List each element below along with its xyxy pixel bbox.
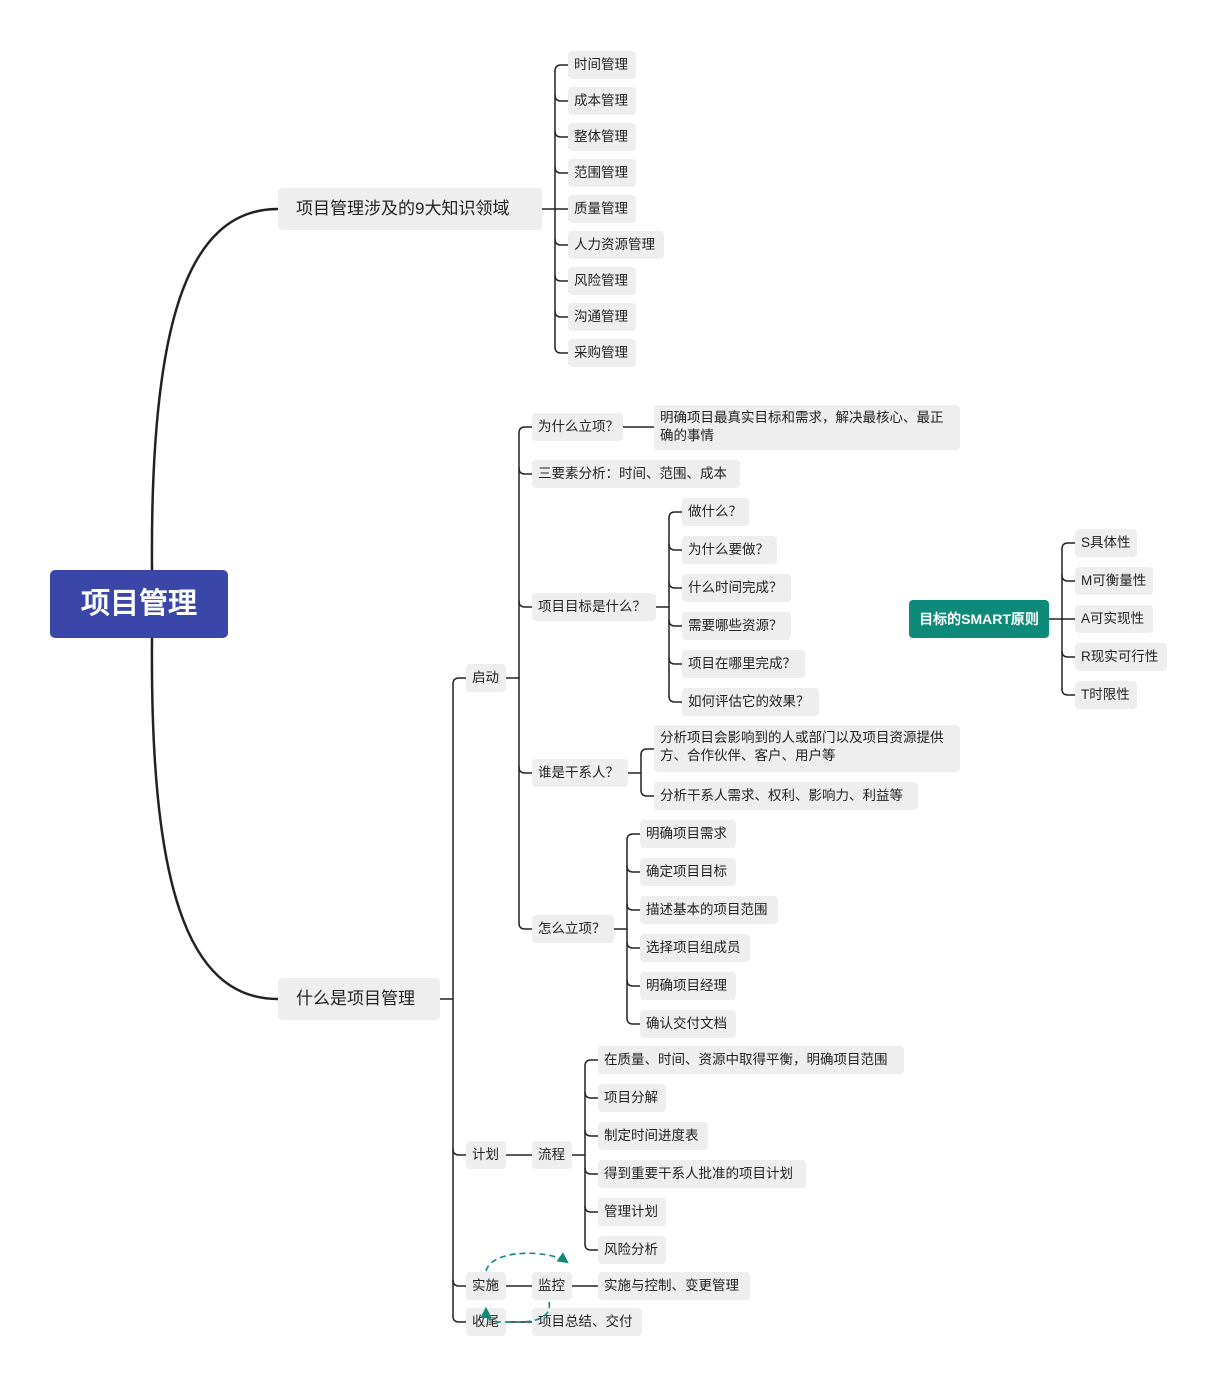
smart-item-a[interactable]: A可实现性 bbox=[1075, 605, 1153, 633]
smart-item-m[interactable]: M可衡量性 bbox=[1075, 567, 1153, 595]
how-item[interactable]: 描述基本的项目范围 bbox=[640, 896, 778, 924]
stakeholder-topic[interactable]: 谁是干系人？ bbox=[532, 759, 628, 787]
goal-item[interactable]: 为什么要做？ bbox=[682, 536, 777, 564]
knowledge-item-hr[interactable]: 人力资源管理 bbox=[568, 231, 664, 259]
how-item[interactable]: 选择项目组成员 bbox=[640, 934, 750, 962]
monitor-topic[interactable]: 监控 bbox=[532, 1272, 572, 1300]
knowledge-item-integration[interactable]: 整体管理 bbox=[568, 123, 636, 151]
stakeholder-item[interactable]: 分析项目会影响到的人或部门以及项目资源提供方、合作伙伴、客户、用户等 bbox=[654, 725, 960, 772]
knowledge-item-communication[interactable]: 沟通管理 bbox=[568, 303, 636, 331]
why-initiate-topic[interactable]: 为什么立项？ bbox=[532, 413, 623, 441]
knowledge-item-quality[interactable]: 质量管理 bbox=[568, 195, 636, 223]
how-bracket bbox=[613, 833, 641, 1025]
stakeholder-bracket bbox=[627, 748, 655, 797]
close-detail[interactable]: 项目总结、交付 bbox=[532, 1308, 642, 1336]
knowledge-bracket bbox=[541, 64, 569, 354]
process-bracket bbox=[505, 1059, 599, 1251]
how-initiate-topic[interactable]: 怎么立项？ bbox=[532, 915, 614, 943]
project-goal-topic[interactable]: 项目目标是什么？ bbox=[532, 593, 656, 621]
what-is-pm-topic[interactable]: 什么是项目管理 bbox=[278, 978, 440, 1020]
smart-item-s[interactable]: S具体性 bbox=[1075, 529, 1137, 557]
smart-item-t[interactable]: T时限性 bbox=[1075, 681, 1137, 709]
smart-item-r[interactable]: R现实可行性 bbox=[1075, 643, 1167, 671]
process-item[interactable]: 风险分析 bbox=[598, 1236, 666, 1264]
goal-item[interactable]: 做什么？ bbox=[682, 498, 749, 526]
root-topic[interactable]: 项目管理 bbox=[50, 570, 228, 638]
goal-item[interactable]: 如何评估它的效果？ bbox=[682, 688, 819, 716]
goal-item[interactable]: 什么时间完成？ bbox=[682, 574, 791, 602]
process-item[interactable]: 管理计划 bbox=[598, 1198, 666, 1226]
process-item[interactable]: 制定时间进度表 bbox=[598, 1122, 708, 1150]
initiate-bracket bbox=[505, 426, 655, 930]
how-item[interactable]: 确定项目目标 bbox=[640, 858, 736, 886]
knowledge-areas-topic[interactable]: 项目管理涉及的9大知识领域 bbox=[278, 188, 542, 230]
process-item[interactable]: 在质量、时间、资源中取得平衡，明确项目范围 bbox=[598, 1046, 904, 1074]
why-initiate-detail[interactable]: 明确项目最真实目标和需求，解决最核心、最正确的事情 bbox=[654, 405, 960, 450]
monitor-detail[interactable]: 实施与控制、变更管理 bbox=[598, 1272, 750, 1300]
knowledge-item-risk[interactable]: 风险管理 bbox=[568, 267, 636, 295]
root-connector-bottom bbox=[150, 636, 280, 1001]
how-item[interactable]: 确认交付文档 bbox=[640, 1010, 736, 1038]
knowledge-item-cost[interactable]: 成本管理 bbox=[568, 87, 636, 115]
goal-item[interactable]: 需要哪些资源？ bbox=[682, 612, 791, 640]
root-connector-top bbox=[150, 207, 280, 572]
stakeholder-item[interactable]: 分析干系人需求、权利、影响力、利益等 bbox=[654, 782, 918, 810]
phase-plan[interactable]: 计划 bbox=[466, 1141, 506, 1169]
goal-bracket bbox=[655, 511, 683, 703]
phase-execute[interactable]: 实施 bbox=[466, 1272, 506, 1300]
process-item[interactable]: 得到重要干系人批准的项目计划 bbox=[598, 1160, 806, 1188]
knowledge-item-scope[interactable]: 范围管理 bbox=[568, 159, 636, 187]
smart-bracket bbox=[1048, 542, 1076, 696]
how-item[interactable]: 明确项目经理 bbox=[640, 972, 736, 1000]
three-elements-topic[interactable]: 三要素分析：时间、范围、成本 bbox=[532, 460, 740, 488]
knowledge-item-procurement[interactable]: 采购管理 bbox=[568, 339, 636, 367]
smart-principle-topic[interactable]: 目标的SMART原则 bbox=[909, 600, 1049, 638]
how-item[interactable]: 明确项目需求 bbox=[640, 820, 736, 848]
phases-bracket bbox=[439, 677, 467, 1323]
knowledge-item-time[interactable]: 时间管理 bbox=[568, 51, 636, 79]
goal-item[interactable]: 项目在哪里完成？ bbox=[682, 650, 805, 678]
process-item[interactable]: 项目分解 bbox=[598, 1084, 666, 1112]
phase-close[interactable]: 收尾 bbox=[466, 1308, 506, 1336]
phase-initiate[interactable]: 启动 bbox=[466, 664, 506, 692]
process-topic[interactable]: 流程 bbox=[532, 1141, 572, 1169]
